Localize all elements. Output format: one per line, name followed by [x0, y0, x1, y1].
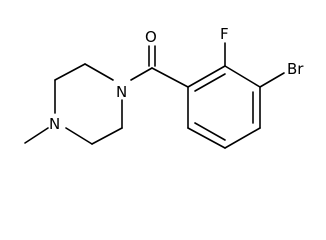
atom-label-methyl-nitrogen: N	[49, 115, 60, 133]
bond-carbonyl-ring	[151, 67, 189, 88]
bond-ar-c5-c6-inner	[194, 122, 226, 141]
atom-label-oxygen: O	[145, 28, 157, 46]
bond-pip-c5-c6	[91, 127, 123, 145]
bond-pip-n1-c2	[84, 63, 114, 81]
bond-pip-c2-c3	[54, 63, 86, 81]
bond-pip-n4-c5	[65, 127, 93, 145]
atom-label-fluorine: F	[220, 25, 229, 43]
atom-label-bromine: Br	[287, 60, 304, 78]
bond-ar-c1-c2-inner	[194, 73, 226, 92]
bond-ar-c2-c3	[224, 65, 261, 88]
molecule-structure: O F Br N N	[24, 25, 304, 149]
bond-n-methyl	[24, 127, 49, 144]
bond-ar-c4-c5	[224, 127, 261, 149]
bond-ar-c5-c6	[187, 127, 226, 149]
bond-carbonyl-n	[130, 67, 153, 81]
bond-ar-c1-c2	[187, 65, 226, 88]
structure-canvas: O F Br N N	[24, 25, 304, 149]
atom-label-amide-nitrogen: N	[116, 83, 127, 101]
bond-ar-bromine	[259, 72, 285, 88]
